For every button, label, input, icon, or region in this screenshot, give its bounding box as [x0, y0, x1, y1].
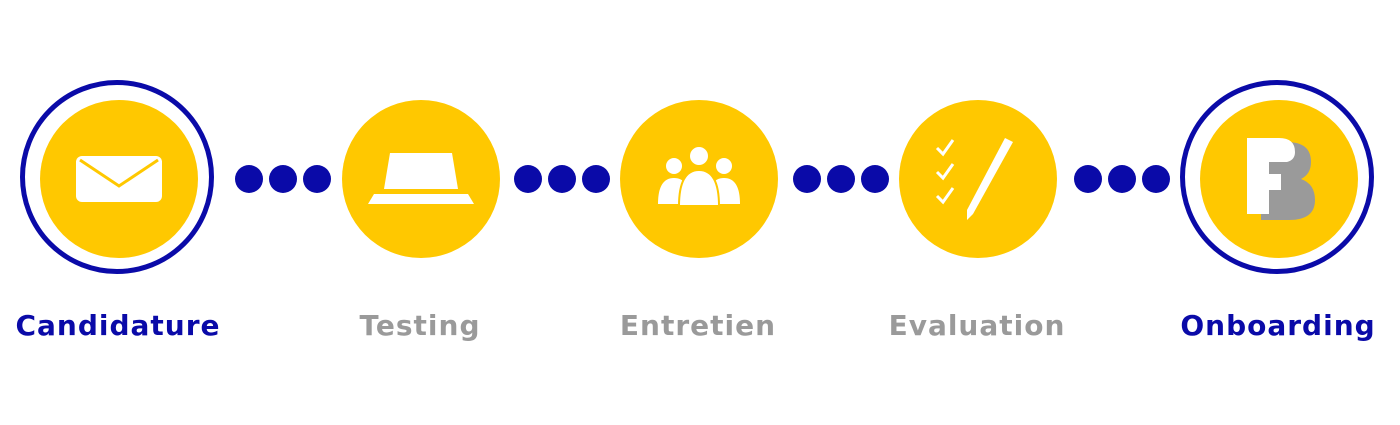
envelope-icon: [76, 156, 162, 202]
step-label: Evaluation: [888, 309, 1066, 342]
checklist-pen-icon: [935, 138, 1013, 220]
step-disc: [899, 100, 1057, 258]
step-label: Entretien: [619, 309, 777, 342]
connector-dots: [1074, 165, 1170, 195]
step-disc: [1200, 100, 1358, 258]
active-ring: [20, 80, 214, 274]
step-entretien: Entretien: [580, 80, 820, 360]
laptop-icon: [368, 153, 474, 204]
step-disc: [620, 100, 778, 258]
brand-logo-icon: [1247, 138, 1315, 220]
step-disc: [40, 100, 198, 258]
people-group-icon: [658, 145, 740, 207]
step-label: Testing: [359, 309, 481, 342]
step-candidature: Candidature: [0, 80, 240, 360]
step-evaluation: Evaluation: [859, 80, 1099, 360]
step-disc: [342, 100, 500, 258]
step-label: Candidature: [15, 309, 221, 342]
active-ring: [1180, 80, 1374, 274]
step-onboarding: Onboarding: [1160, 80, 1400, 360]
connector-dots: [514, 165, 610, 195]
step-testing: Testing: [302, 80, 542, 360]
step-label: Onboarding: [1180, 309, 1376, 342]
connector-dots: [235, 165, 331, 195]
connector-dots: [793, 165, 889, 195]
